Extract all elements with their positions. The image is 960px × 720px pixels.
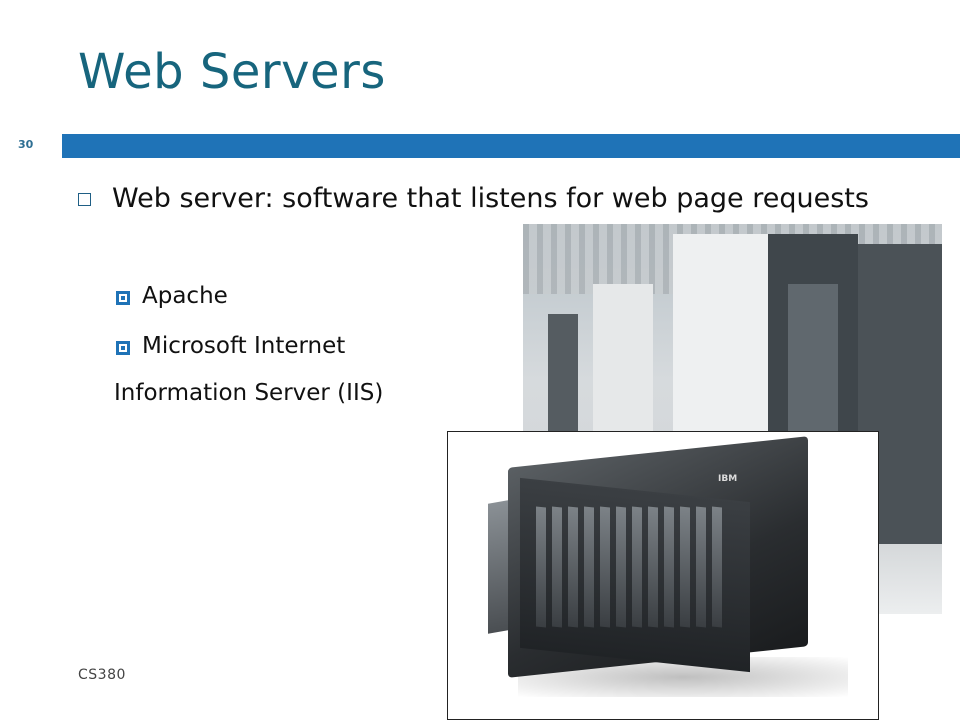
hollow-square-bullet-icon <box>78 193 91 206</box>
sub-bullet-apache: Apache <box>142 283 228 309</box>
blade <box>568 506 578 628</box>
blade <box>664 506 674 628</box>
main-bullet-text: Web server: software that listens for we… <box>112 183 869 214</box>
blade <box>632 506 642 628</box>
blade <box>680 506 690 628</box>
blade <box>712 506 722 628</box>
blade <box>552 506 562 628</box>
blade <box>536 506 546 628</box>
slide-number-box <box>0 134 55 158</box>
sub-bullet-continuation: Information Server (IIS) <box>114 380 384 406</box>
blade-server-photo: IBM <box>447 431 879 720</box>
filled-square-bullet-icon <box>116 341 130 355</box>
slide-title: Web Servers <box>78 44 386 100</box>
blade <box>616 506 626 628</box>
sub-bullet-iis: Microsoft Internet <box>142 333 346 359</box>
filled-square-bullet-icon <box>116 291 130 305</box>
open-blade-door <box>488 500 508 634</box>
blade <box>696 506 706 628</box>
footer-course-code: CS380 <box>78 667 126 683</box>
accent-bar <box>62 134 960 158</box>
blade <box>584 506 594 628</box>
blade <box>648 506 658 628</box>
ibm-logo: IBM <box>718 474 738 484</box>
slide-number: 30 <box>18 138 34 151</box>
blade <box>600 506 610 628</box>
